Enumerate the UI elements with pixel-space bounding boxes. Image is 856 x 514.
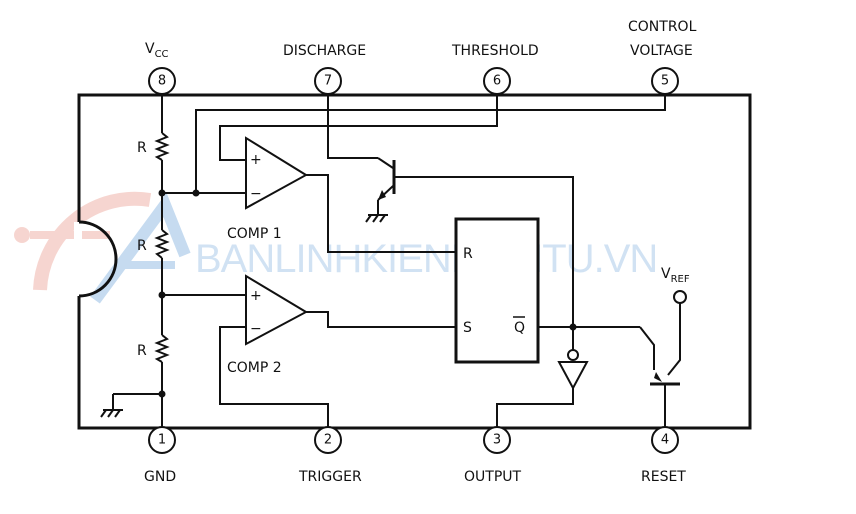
comp2-plus: + — [250, 288, 262, 304]
pin-7[interactable]: 7 — [314, 67, 342, 95]
flip-flop-s: S — [463, 320, 472, 336]
pin-2[interactable]: 2 — [314, 426, 342, 454]
control-label-line2: VOLTAGE — [630, 43, 693, 59]
pin-5[interactable]: 5 — [651, 67, 679, 95]
resistor-3-label: R — [137, 343, 147, 359]
gnd-label: GND — [144, 469, 176, 485]
flip-flop-r: R — [463, 246, 473, 262]
pin-5-number: 5 — [661, 74, 669, 89]
threshold-label: THRESHOLD — [451, 43, 539, 59]
reset-label: RESET — [641, 469, 686, 485]
pin-6[interactable]: 6 — [483, 67, 511, 95]
trigger-label: TRIGGER — [298, 469, 362, 485]
discharge-label: DISCHARGE — [283, 43, 366, 59]
pin-1[interactable]: 1 — [148, 426, 176, 454]
pin-3[interactable]: 3 — [483, 426, 511, 454]
comp2-label: COMP 2 — [227, 360, 282, 376]
pin-8-number: 8 — [158, 74, 166, 89]
pin-4-number: 4 — [661, 433, 669, 448]
flip-flop — [454, 217, 540, 364]
vcc-label: VCC — [145, 41, 169, 60]
pin-8[interactable]: 8 — [148, 67, 176, 95]
comp2-minus: − — [250, 321, 262, 337]
pin-4[interactable]: 4 — [651, 426, 679, 454]
vref-label: VREF — [661, 266, 690, 285]
comp1-minus: − — [250, 186, 262, 202]
watermark-logo — [14, 191, 191, 304]
pin-3-number: 3 — [493, 433, 501, 448]
comp1-plus: + — [250, 152, 262, 168]
discharge-transistor — [327, 94, 396, 223]
comparator-1: + − — [245, 136, 308, 210]
comparator-2: + − — [245, 274, 309, 346]
watermark-text: BANLINHKIENDIENTU.VN — [195, 237, 657, 281]
control-label-line1: CONTROL — [628, 19, 697, 35]
resistor-2-label: R — [137, 238, 147, 254]
ground-symbol — [100, 393, 162, 418]
package-notch — [78, 220, 118, 298]
output-inverter — [557, 349, 589, 391]
comp1-label: COMP 1 — [227, 226, 282, 242]
resistor-1-label: R — [137, 140, 147, 156]
vref-terminal — [673, 290, 687, 304]
flip-flop-qbar: Q — [514, 320, 525, 336]
pin-2-number: 2 — [324, 433, 332, 448]
output-label: OUTPUT — [464, 469, 522, 485]
pin-1-number: 1 — [158, 433, 166, 448]
resistor-divider — [154, 94, 170, 427]
wiring — [162, 94, 681, 427]
reset-transistor — [650, 372, 680, 386]
pin-7-number: 7 — [324, 74, 332, 89]
pin-6-number: 6 — [493, 74, 501, 89]
